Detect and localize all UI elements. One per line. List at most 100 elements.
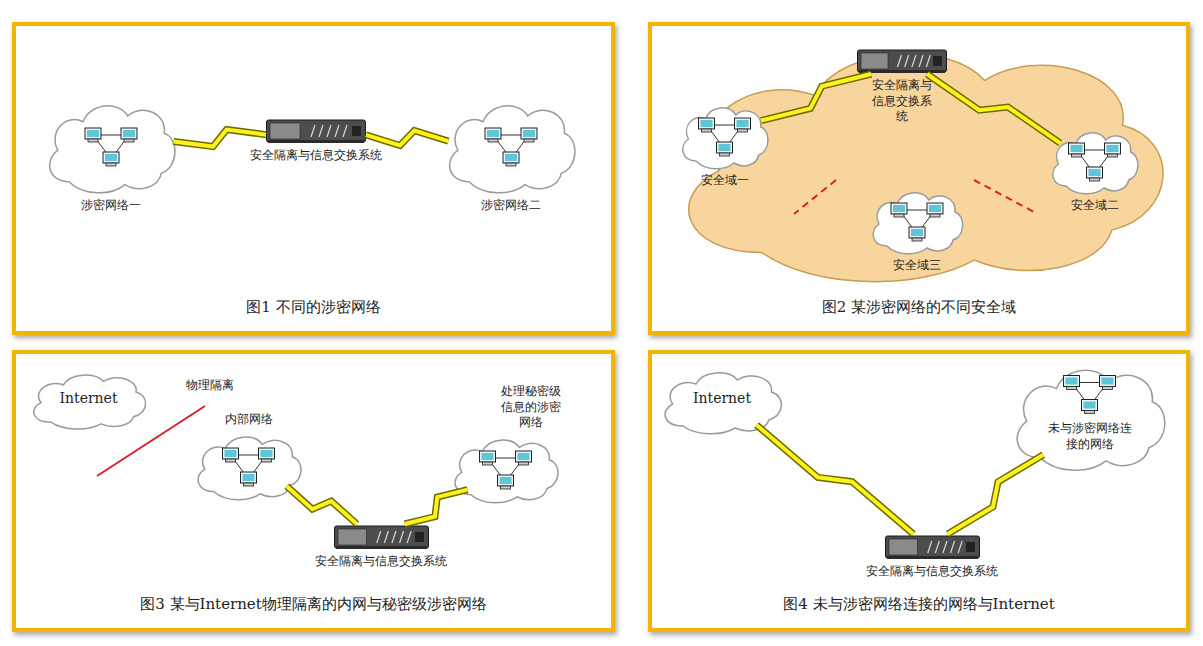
lightning-bolt xyxy=(287,486,357,524)
device-icon xyxy=(334,524,429,550)
network-label: 涉密网络一 xyxy=(41,198,181,214)
network-cloud: Internet xyxy=(26,369,151,431)
network-icon xyxy=(85,128,137,166)
network-icon xyxy=(1069,143,1121,181)
computer-icon xyxy=(503,152,519,166)
lightning-link xyxy=(366,131,448,146)
figure-caption: 图4 未与涉密网络连接的网络与Internet xyxy=(783,595,1055,628)
network-icon xyxy=(699,118,751,156)
computer-icon xyxy=(521,128,537,142)
domain-divider xyxy=(794,180,836,214)
domain-divider xyxy=(974,180,1034,212)
device-icon xyxy=(857,48,947,74)
network-label: Internet xyxy=(26,369,151,407)
cloud-body xyxy=(1047,126,1142,196)
device-body xyxy=(266,118,366,144)
cloud-body xyxy=(448,433,563,505)
computer-icon xyxy=(480,451,496,465)
device-body xyxy=(857,48,947,74)
network-icon xyxy=(223,448,275,486)
lightning-outline xyxy=(287,486,357,524)
lightning-outline xyxy=(366,131,448,146)
network-label: Internet xyxy=(657,366,787,407)
computer-icon xyxy=(909,227,925,241)
device-body xyxy=(885,534,980,560)
isolation-device: 安全隔离与信息交换系统 xyxy=(306,524,456,570)
cloud-outline xyxy=(689,54,1163,282)
network-label: 内部网络 xyxy=(191,412,306,428)
computer-icon xyxy=(485,128,501,142)
lightning-link xyxy=(757,425,914,534)
computer-icon xyxy=(1105,143,1121,157)
figure-caption: 图2 某涉密网络的不同安全域 xyxy=(822,298,1016,331)
lightning-link xyxy=(948,455,1044,534)
cloud-outline xyxy=(198,437,301,500)
network-icon xyxy=(485,128,537,166)
lightning-bolt xyxy=(757,425,914,534)
cloud-outline xyxy=(873,193,962,254)
cloud-outline xyxy=(1053,133,1138,194)
computer-icon xyxy=(1069,143,1085,157)
computer-icon xyxy=(1087,167,1103,181)
lightning-bolt xyxy=(405,490,468,524)
figure-caption: 图3 某与Internet物理隔离的内网与秘密级涉密网络 xyxy=(140,595,487,628)
isolation-line xyxy=(97,406,205,476)
cloud-outline xyxy=(1017,370,1165,470)
network-label: 涉密网络二 xyxy=(441,198,581,214)
computer-icon xyxy=(223,448,239,462)
cloud-icon xyxy=(1007,359,1172,474)
lightning-link xyxy=(927,74,1060,143)
network-label: 安全域一 xyxy=(677,173,772,189)
cloud-icon xyxy=(191,430,306,502)
cloud-body xyxy=(191,430,306,502)
network-cloud: Internet xyxy=(657,366,787,436)
computer-icon xyxy=(498,475,514,489)
cloud-body xyxy=(867,186,967,256)
device-icon xyxy=(266,118,366,144)
cloud-outline xyxy=(50,106,175,193)
lightning-bolt xyxy=(761,74,871,121)
cloud-body: Internet xyxy=(657,366,787,436)
computer-icon xyxy=(699,118,715,132)
device-label: 安全隔离与信息交换系统 xyxy=(241,148,391,164)
network-cloud: 内部网络 xyxy=(191,412,306,502)
network-icon xyxy=(1064,376,1116,414)
network-cloud: 安全域三 xyxy=(867,186,967,274)
network-label: 安全域三 xyxy=(867,258,967,274)
cloud-body xyxy=(677,101,772,171)
cloud-icon xyxy=(1047,126,1142,196)
computer-icon xyxy=(259,448,275,462)
network-icon xyxy=(480,451,532,489)
computer-icon xyxy=(241,472,257,486)
lightning-outline xyxy=(927,74,1060,143)
computer-icon xyxy=(1064,376,1080,390)
network-label: 处理秘密级信息的涉密网络 xyxy=(499,384,563,431)
computer-icon xyxy=(1082,400,1098,414)
lightning-outline xyxy=(761,74,871,121)
computer-icon xyxy=(891,203,907,217)
isolation-device: 安全隔离与信息交换系统 xyxy=(857,48,947,125)
isolation-label: 物理隔离 xyxy=(186,377,234,394)
cloud-outline xyxy=(683,108,768,169)
computer-icon xyxy=(1100,376,1116,390)
lightning-link xyxy=(761,74,871,121)
cloud-icon xyxy=(867,186,967,256)
isolation-device: 安全隔离与信息交换系统 xyxy=(241,118,391,164)
computer-icon xyxy=(103,152,119,166)
lightning-link xyxy=(174,130,266,147)
cloud-body: 未与涉密网络连接的网络 xyxy=(1007,359,1172,474)
network-icon xyxy=(891,203,943,241)
network-cloud: 未与涉密网络连接的网络 xyxy=(1007,359,1172,474)
cloud-body: Internet xyxy=(26,369,151,431)
isolation-device: 安全隔离与信息交换系统 xyxy=(857,534,1007,580)
device-icon xyxy=(885,534,980,560)
network-label: 未与涉密网络连接的网络 xyxy=(1045,359,1135,452)
device-label: 安全隔离与信息交换系统 xyxy=(869,78,935,125)
figure-panel: 图3 某与Internet物理隔离的内网与秘密级涉密网络 Internet 内部网络… xyxy=(12,350,615,632)
computer-icon xyxy=(735,118,751,132)
cloud-outline xyxy=(450,106,575,193)
cloud-body xyxy=(41,96,181,196)
lightning-outline xyxy=(757,425,914,534)
network-cloud: 涉密网络一 xyxy=(41,96,181,214)
cloud-icon xyxy=(441,96,581,196)
